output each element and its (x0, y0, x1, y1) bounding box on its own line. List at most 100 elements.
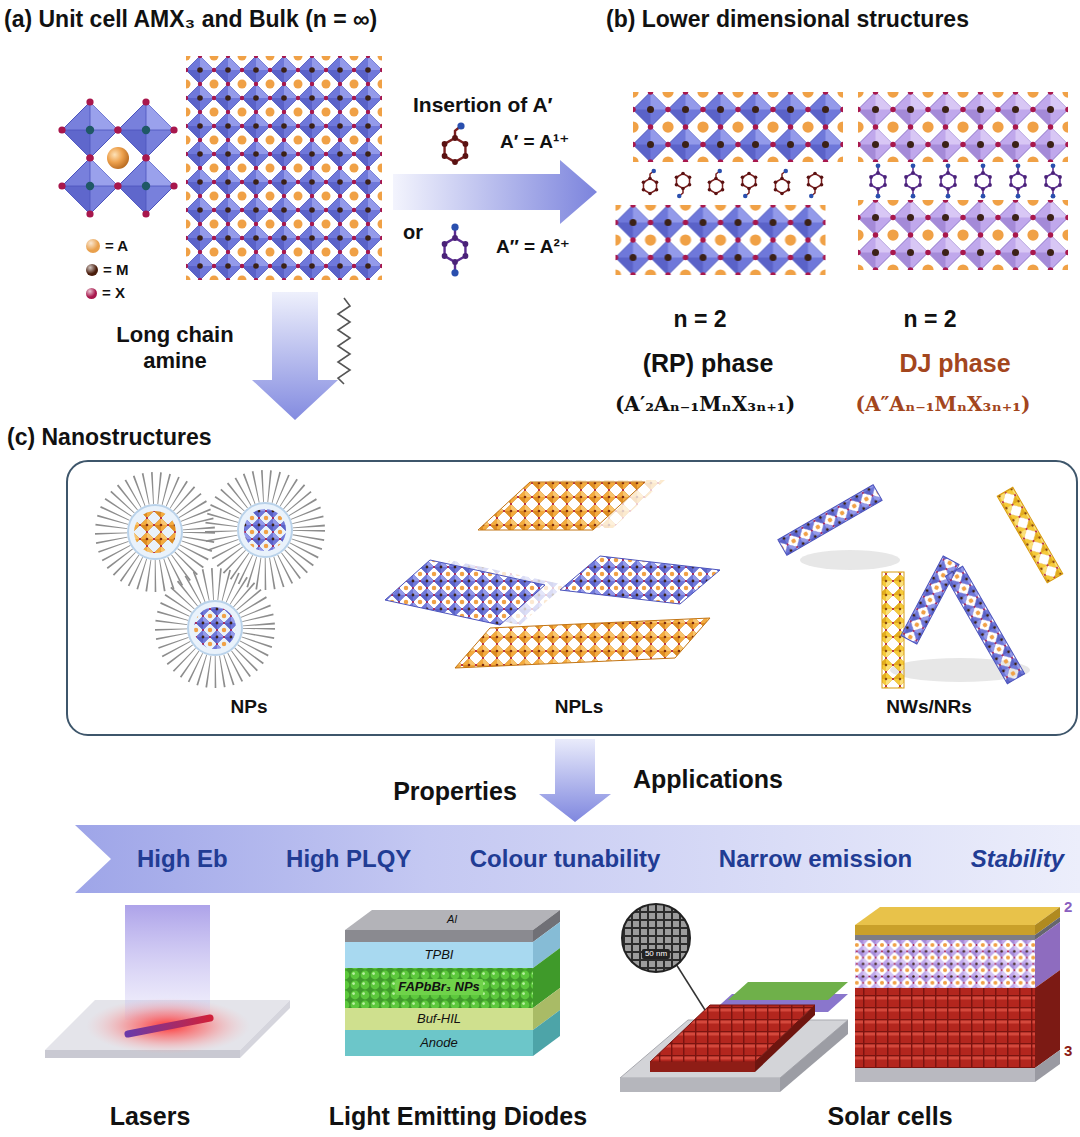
alkyl-chain-icon (338, 298, 350, 384)
solar-cell-drawing (622, 904, 690, 972)
solar-cell-2d3d-drawing (855, 907, 1060, 1082)
solar-cell-2d3d-drawing (855, 940, 1035, 988)
nanoparticle-drawing (128, 505, 182, 559)
dj-phase-lattice (1009, 163, 1027, 198)
spacer-molecule-icon (442, 122, 469, 276)
insertion-arrow (393, 160, 597, 224)
flow-arrow (539, 739, 611, 822)
nanowire-drawing (901, 556, 959, 644)
scale-bar-label: 50 nm (642, 949, 670, 959)
rp-phase-lattice (807, 172, 824, 199)
bulk-lattice (186, 56, 382, 280)
solar-cell-2d3d-drawing (855, 925, 1035, 935)
arrow-label: Long chain amine (113, 322, 238, 375)
property-label: Colour tunability (470, 845, 661, 874)
nanoparticle-drawing (111, 486, 309, 672)
legend-entry: = M (86, 261, 128, 279)
legend-text: = A (105, 237, 128, 255)
solar-cell-drawing (755, 1005, 815, 1072)
solar-cell-drawing (728, 982, 848, 1000)
amine-arrow (252, 292, 338, 420)
dj-phase-lattice (858, 200, 1068, 270)
legend-text: = X (102, 284, 125, 302)
panel-heading: (c) Nanostructures (7, 424, 211, 452)
rp-phase-lattice (616, 205, 826, 275)
led-stack-drawing (345, 1030, 533, 1056)
led-stack-drawing (533, 1010, 560, 1056)
rp-phase-lattice (616, 205, 826, 275)
spacer-molecule-icon (442, 122, 469, 164)
solar-cell-drawing (676, 964, 705, 1010)
solar-cell-2d3d-drawing (855, 988, 1035, 1068)
nanowire-drawing (778, 485, 882, 556)
legend-entry: = X (86, 284, 125, 302)
led-stack-drawing (345, 942, 533, 968)
led-stack-drawing (345, 910, 560, 930)
arrow-label: Applications (633, 764, 783, 794)
structure-label: NPLs (555, 696, 604, 719)
conjunction-label: or (403, 220, 423, 244)
dj-phase-lattice (858, 92, 1068, 162)
layer-label: Buf-HIL (417, 1011, 461, 1027)
property-band: High EbHigh PLQYColour tunabilityNarrow … (75, 825, 1080, 893)
nanowire-drawing (901, 556, 959, 644)
legend-entry: = A (86, 237, 128, 255)
nanoplatelet-drawing (560, 556, 720, 604)
unit-cell-drawing (58, 98, 177, 217)
nanowire-drawing (778, 485, 882, 556)
legend-text: = M (103, 261, 128, 279)
phase-name: DJ phase (899, 348, 1010, 378)
nanoparticle-drawing (244, 509, 286, 551)
nanoparticle-drawing (188, 601, 242, 655)
nanowire-drawing (778, 485, 1063, 688)
rp-phase-lattice (633, 92, 843, 162)
spacer-molecule-icon (442, 224, 469, 277)
led-stack-drawing (345, 1008, 533, 1030)
legend-swatch (86, 288, 97, 299)
rp-phase-lattice (642, 169, 659, 196)
phase-formula: (A′₂Aₙ₋₁MₙX₃ₙ₊₁) (615, 392, 795, 416)
led-stack-drawing (345, 968, 533, 1008)
nanowire-drawing (945, 566, 1024, 683)
rp-phase-lattice (741, 172, 758, 199)
solar-cell-2d3d-drawing (855, 907, 1060, 925)
layer-count: n = 2 (903, 306, 956, 334)
amine-arrow (252, 292, 338, 420)
structure-label: NPs (231, 696, 268, 719)
rp-phase-lattice (708, 169, 725, 196)
nanowire-drawing (997, 487, 1063, 583)
legend-swatch (86, 239, 100, 253)
layer-label: TPBI (425, 947, 454, 963)
laser-drawing (45, 905, 290, 1058)
dj-phase-lattice (858, 92, 1068, 270)
nanowire-drawing (800, 550, 900, 570)
legend-swatch (86, 264, 98, 276)
led-stack-drawing (345, 910, 560, 1056)
nanowire-drawing (997, 487, 1063, 583)
property-label: High Eb (137, 845, 228, 874)
solar-cell-drawing (620, 904, 848, 1092)
phase-name: (RP) phase (643, 348, 774, 378)
nanowire-drawing (945, 566, 1024, 683)
application-label: Light Emitting Diodes (329, 1101, 587, 1131)
solar-cell-drawing (650, 1062, 755, 1072)
rp-phase-lattice (675, 172, 692, 199)
nanowire-drawing (882, 572, 904, 688)
nanoparticle-drawing (171, 584, 259, 672)
unit-cell-drawing (107, 147, 129, 169)
nanoparticle-drawing (111, 488, 199, 576)
nanoparticle-drawing (221, 486, 309, 574)
led-stack-drawing (345, 930, 533, 942)
laser-drawing (86, 998, 250, 1054)
nanoparticle-drawing (134, 511, 176, 553)
nanoplatelet-drawing (455, 618, 710, 668)
structure-label: NWs/NRs (886, 696, 972, 719)
laser-drawing (128, 1018, 210, 1034)
solar-cell-drawing (620, 1078, 780, 1092)
dj-phase-lattice (904, 163, 922, 198)
nanoparticle-drawing (238, 503, 292, 557)
property-label: Narrow emission (719, 845, 912, 874)
